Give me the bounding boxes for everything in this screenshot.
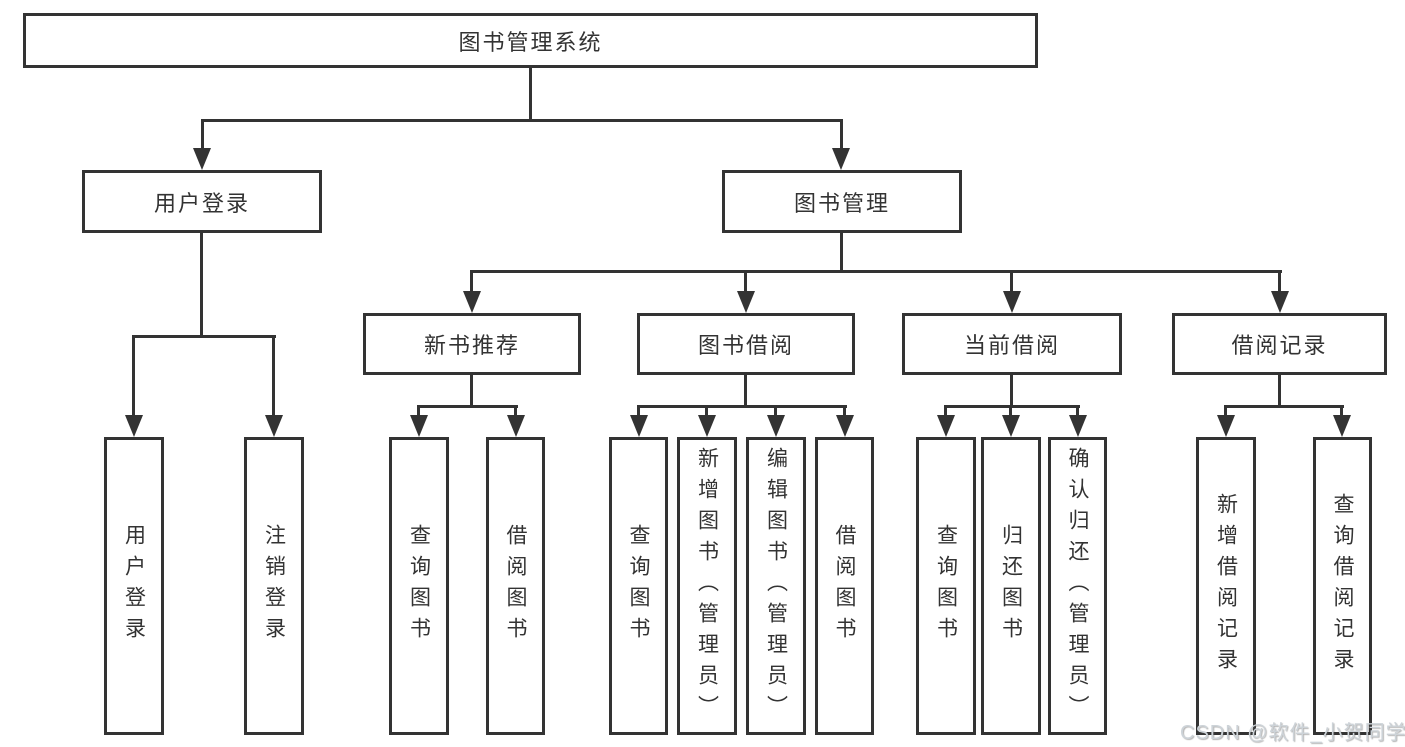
connector-line [132,335,135,417]
connector-line [1278,375,1281,407]
connector-line [1076,405,1079,419]
node-label: 图书借阅 [697,333,794,358]
arrow-down-icon [1003,291,1021,313]
connector-line [1340,405,1343,419]
leaf-logout: 注销登录 [244,437,304,735]
connector-line [1278,270,1281,294]
leaf-edit-books-admin: 编辑图书（管理员） [746,437,806,735]
connector-line [1010,270,1013,294]
node-label: 确认归还（管理员） [1066,446,1090,726]
node-label: 借阅记录 [1231,333,1328,358]
arrow-down-icon [1333,415,1351,437]
arrow-down-icon [265,415,283,437]
leaf-query-books-1: 查询图书 [389,437,449,735]
connector-line [744,270,747,294]
leaf-confirm-return-admin: 确认归还（管理员） [1048,437,1107,735]
connector-line [944,405,1080,408]
leaf-return-books: 归还图书 [981,437,1041,735]
node-label: 新增图书（管理员） [695,446,719,726]
arrow-down-icon [1217,415,1235,437]
leaf-query-books-3: 查询图书 [916,437,976,735]
connector-line [1224,405,1344,408]
connector-line [272,335,275,417]
connector-line [417,405,518,408]
connector-line [201,119,204,151]
arrow-down-icon [937,415,955,437]
node-label: 用户登录 [122,524,146,648]
connector-line [1009,405,1012,419]
node-borrow-records: 借阅记录 [1172,313,1387,375]
leaf-borrow-books-1: 借阅图书 [486,437,545,735]
node-label: 注销登录 [262,524,286,648]
leaf-borrow-books-2: 借阅图书 [815,437,874,735]
connector-line [840,233,843,272]
connector-line [944,405,947,419]
arrow-down-icon [410,415,428,437]
csdn-watermark: CSDN @软件_小贺同学 [1180,722,1405,744]
arrow-down-icon [836,415,854,437]
node-label: 新书推荐 [423,333,520,358]
connector-line [417,405,420,419]
node-label: 当前借阅 [963,333,1060,358]
node-label: 归还图书 [999,524,1023,648]
node-current-borrow: 当前借阅 [902,313,1122,375]
connector-line [470,375,473,407]
arrow-down-icon [737,291,755,313]
node-label: 借阅图书 [833,524,857,648]
leaf-query-books-2: 查询图书 [609,437,668,735]
connector-line [470,270,473,294]
connector-line [470,270,1282,273]
arrow-down-icon [507,415,525,437]
arrow-down-icon [463,291,481,313]
arrow-down-icon [1069,415,1087,437]
node-label: 查询借阅记录 [1331,493,1355,679]
connector-line [637,405,640,419]
arrow-down-icon [1271,291,1289,313]
connector-line [637,405,847,408]
leaf-query-borrow-record: 查询借阅记录 [1313,437,1372,735]
connector-line [840,119,843,151]
node-label: 新增借阅记录 [1214,493,1238,679]
connector-line [529,68,532,119]
arrow-down-icon [698,415,716,437]
node-book-management: 图书管理 [722,170,962,233]
arrow-down-icon [630,415,648,437]
connector-line [705,405,708,419]
node-label: 借阅图书 [504,524,528,648]
node-book-borrow: 图书借阅 [637,313,855,375]
arrow-down-icon [125,415,143,437]
leaf-user-login: 用户登录 [104,437,164,735]
connector-line [843,405,846,419]
node-label: 图书管理系统 [458,29,603,55]
connector-line [200,233,203,337]
leaf-add-books-admin: 新增图书（管理员） [677,437,737,735]
connector-line [132,335,276,338]
arrow-down-icon [1002,415,1020,437]
node-label: 查询图书 [934,524,958,648]
node-label: 用户登录 [153,190,250,216]
connector-line [1010,375,1013,407]
arrow-down-icon [767,415,785,437]
node-label: 查询图书 [627,524,651,648]
connector-line [744,375,747,407]
leaf-add-borrow-record: 新增借阅记录 [1196,437,1256,735]
connector-line [1224,405,1227,419]
node-label: 查询图书 [407,524,431,648]
node-label: 编辑图书（管理员） [764,446,788,726]
arrow-down-icon [193,148,211,170]
connector-line [514,405,517,419]
node-label: 图书管理 [793,190,890,216]
arrow-down-icon [832,148,850,170]
node-new-book-recommend: 新书推荐 [363,313,581,375]
node-root-library-system: 图书管理系统 [23,13,1038,68]
connector-line [774,405,777,419]
connector-line [201,119,842,122]
node-user-login: 用户登录 [82,170,322,233]
